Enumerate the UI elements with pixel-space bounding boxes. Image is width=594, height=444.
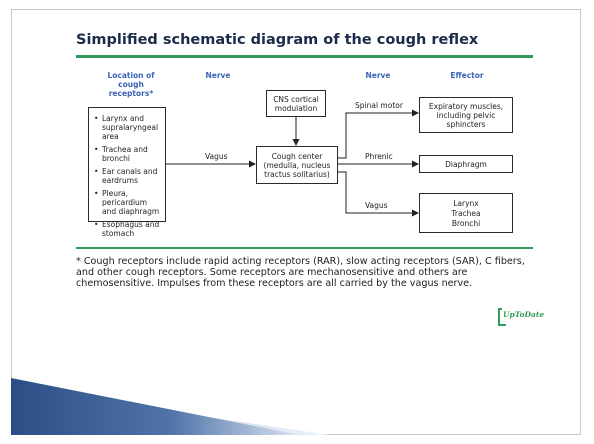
receptor-locations-list: •Larynx and supralaryngeal area •Trachea…	[89, 108, 165, 246]
header-nerve-afferent: Nerve	[205, 71, 231, 80]
receptor-location-item: •Trachea and bronchi	[94, 145, 161, 163]
uptodate-bracket-icon	[498, 308, 506, 326]
slide-title: Simplified schematic diagram of the coug…	[76, 32, 479, 48]
uptodate-logo-text: UpToDate	[503, 310, 545, 319]
footnote-divider	[76, 247, 533, 249]
branch-spinal-motor	[338, 109, 419, 159]
effector-larynx-text: Larynx	[453, 198, 479, 208]
effector-vagal-targets-box: Larynx Trachea Bronchi	[419, 193, 513, 233]
effector-bronchi-text: Bronchi	[451, 218, 481, 228]
branch-vagus-efferent	[338, 171, 419, 217]
bullet-marker: •	[94, 220, 99, 229]
efferent-nerve-spinal-motor: Spinal motor	[355, 101, 403, 110]
title-underline	[76, 55, 533, 58]
header-nerve-efferent: Nerve	[365, 71, 391, 80]
afferent-nerve-label: Vagus	[205, 152, 228, 161]
cough-center-box: Cough center (medulla, nucleus tractus s…	[256, 146, 338, 184]
effector-expiratory-muscles-box: Expiratory muscles, including pelvic sph…	[419, 97, 513, 133]
receptor-location-text: Larynx and supralaryngeal area	[102, 114, 159, 141]
receptor-locations-box: •Larynx and supralaryngeal area •Trachea…	[88, 107, 166, 238]
receptor-location-text: Pleura, pericardium and diaphragm	[102, 189, 160, 216]
cortical-modulation-box: CNS cortical modulation	[266, 90, 326, 117]
receptor-location-item: •Larynx and supralaryngeal area	[94, 114, 161, 141]
header-effector: Effector	[450, 71, 484, 80]
cortical-modulation-text: CNS cortical modulation	[273, 94, 319, 113]
receptor-location-text: Trachea and bronchi	[102, 145, 148, 163]
effector-expiratory-muscles-text: Expiratory muscles, including pelvic sph…	[428, 101, 504, 129]
header-location: Location of cough receptors*	[107, 71, 155, 98]
effector-diaphragm-text: Diaphragm	[445, 159, 487, 169]
receptor-location-item: •Esophagus and stomach	[94, 220, 161, 238]
bullet-marker: •	[94, 114, 99, 123]
efferent-nerve-vagus: Vagus	[365, 201, 388, 210]
receptor-location-item: •Ear canals and eardrums	[94, 167, 161, 185]
efferent-nerve-phrenic: Phrenic	[365, 152, 393, 161]
bullet-marker: •	[94, 189, 99, 198]
cough-center-text: Cough center (medulla, nucleus tractus s…	[263, 151, 331, 179]
bullet-marker: •	[94, 167, 99, 176]
receptor-location-item: •Pleura, pericardium and diaphragm	[94, 189, 161, 216]
uptodate-logo: UpToDate	[497, 308, 544, 326]
receptor-location-text: Ear canals and eardrums	[102, 167, 158, 185]
effector-diaphragm-box: Diaphragm	[419, 155, 513, 173]
receptor-location-text: Esophagus and stomach	[102, 220, 160, 238]
effector-trachea-text: Trachea	[451, 208, 481, 218]
bullet-marker: •	[94, 145, 99, 154]
footnote-text: * Cough receptors include rapid acting r…	[76, 256, 525, 289]
